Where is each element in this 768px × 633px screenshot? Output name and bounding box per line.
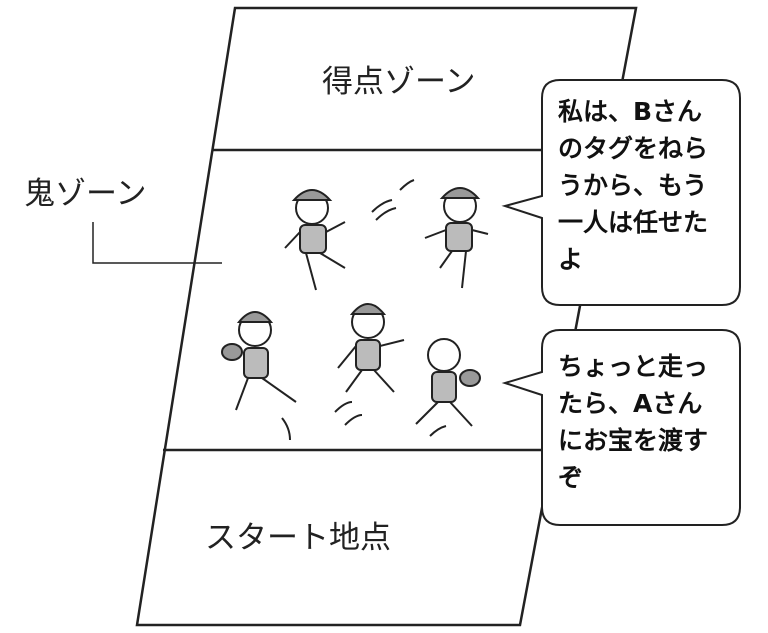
bubble-line: うから、もう [558,171,708,200]
bubble-line: のタグをねら [558,134,709,163]
speech-bubble-2-text: ちょっと走っ たら、Aさん にお宝を渡す ぞ [558,348,708,496]
speech-bubble-1 [501,79,741,306]
motion-lines-2 [281,401,447,441]
bubble-line: たら、Aさん [558,389,703,418]
child-figure-oni-2 [424,187,489,289]
bubble-line: にお宝を渡す [558,426,709,455]
start-zone-label: スタート地点 [205,520,391,556]
speech-bubble-1-text: 私は、Bさん のタグをねら うから、もう 一人は任せた よ [558,93,708,278]
child-figure-runner-1 [221,311,297,411]
oni-zone-label: 鬼ゾーン [24,176,147,212]
score-zone-label: 得点ゾーン [322,64,476,100]
speech-bubble-2 [501,329,741,526]
oni-zone-leader-line [92,222,222,264]
bubble-line: よ [558,245,584,274]
bubble-line: ちょっと走っ [558,352,709,381]
child-figure-runner-3 [415,338,481,427]
bubble-line: ぞ [558,463,584,492]
motion-lines-1 [371,179,415,221]
child-figure-runner-2 [337,303,405,393]
bubble-line: 私は、Bさん [558,97,703,126]
child-figure-oni-1 [284,189,346,291]
field-outline [135,6,638,627]
bubble-line: 一人は任せた [558,208,709,237]
